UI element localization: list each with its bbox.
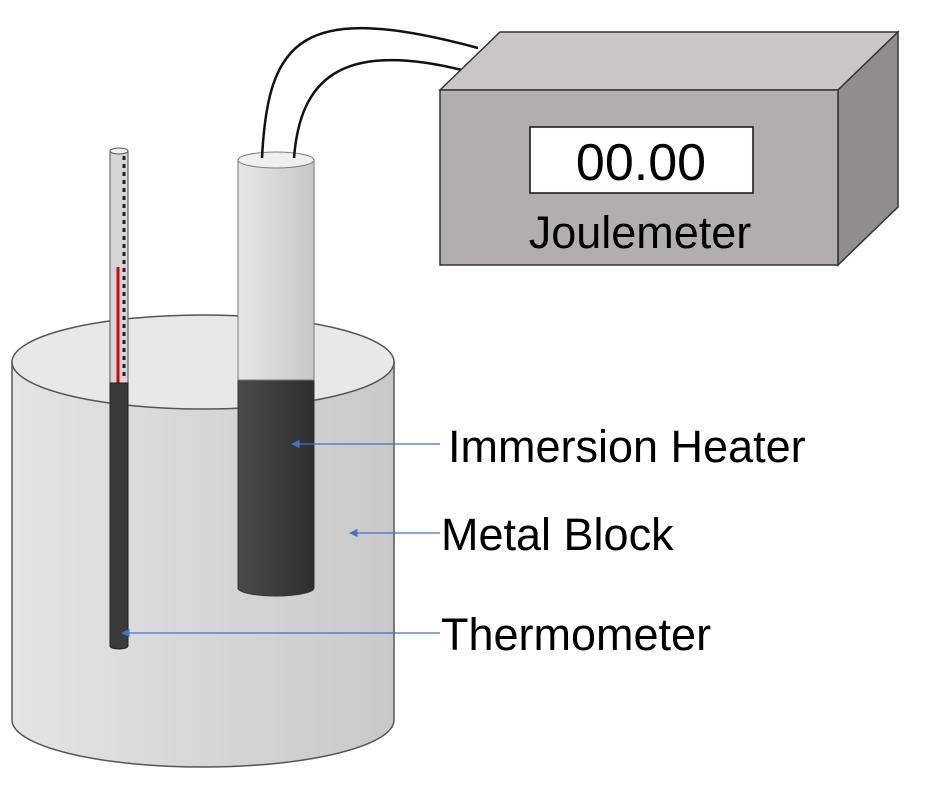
thermometer [109, 147, 129, 650]
joulemeter-label: Joulemeter [529, 207, 752, 258]
joulemeter-reading: 00.00 [576, 134, 706, 192]
joulemeter: 00.00 Joulemeter [438, 30, 900, 267]
connecting-wires [260, 26, 479, 159]
label-arrows [121, 439, 440, 638]
immersion-heater [237, 151, 315, 597]
thermometer-label: Thermometer [441, 609, 711, 660]
metal-block [11, 314, 395, 768]
joulemeter-display [529, 126, 754, 194]
metal-block-label: Metal Block [441, 509, 674, 560]
immersion-heater-label: Immersion Heater [448, 421, 806, 472]
